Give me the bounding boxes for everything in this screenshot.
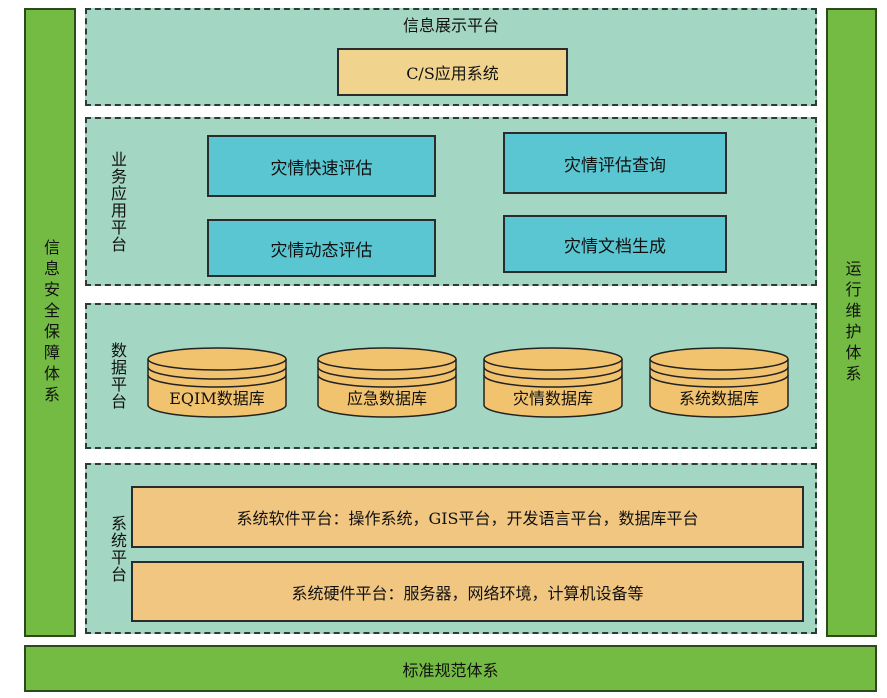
- operation-maintenance-bar: 运行维护体系: [826, 8, 877, 637]
- system-hardware-box: 系统硬件平台：服务器，网络环境，计算机设备等: [131, 561, 804, 622]
- cs-application-box: C/S应用系统: [337, 48, 568, 96]
- standards-system-bar: 标准规范体系: [24, 645, 877, 692]
- database-disaster: 灾情数据库: [483, 347, 623, 419]
- security-system-label: 信息安全保障体系: [41, 238, 60, 407]
- data-platform-label-wrap: 数据平台: [97, 305, 137, 447]
- database-eqim: EQIM数据库: [147, 347, 287, 419]
- display-platform-title: 信息展示平台: [402, 16, 499, 35]
- operation-maintenance-label: 运行维护体系: [842, 259, 862, 386]
- system-platform-label: 系统平台: [108, 514, 127, 583]
- business-platform-label-wrap: 业务应用平台: [97, 119, 137, 284]
- standards-system-label: 标准规范体系: [402, 660, 499, 680]
- business-box-3: 灾情动态评估: [207, 219, 436, 277]
- display-platform-panel: 信息展示平台 C/S应用系统: [85, 8, 817, 106]
- business-box-2: 灾情评估查询: [503, 132, 727, 194]
- system-platform-label-wrap: 系统平台: [97, 465, 137, 632]
- database-label: 灾情数据库: [512, 389, 593, 408]
- system-software-box: 系统软件平台：操作系统，GIS平台，开发语言平台，数据库平台: [131, 486, 804, 548]
- data-platform-panel: 数据平台 EQIM数据库 应急数据库 灾情数据库: [85, 303, 817, 449]
- business-box-4: 灾情文档生成: [503, 215, 727, 273]
- database-cylinder-icon: [147, 347, 287, 418]
- database-label: 应急数据库: [346, 389, 427, 408]
- database-cylinder-icon: [483, 347, 623, 418]
- security-system-bar: 信息安全保障体系: [24, 8, 76, 637]
- data-platform-label: 数据平台: [108, 342, 127, 410]
- system-platform-panel: 系统平台 系统软件平台：操作系统，GIS平台，开发语言平台，数据库平台 系统硬件…: [85, 463, 817, 634]
- business-box-1: 灾情快速评估: [207, 135, 436, 197]
- database-emergency: 应急数据库: [317, 347, 457, 419]
- database-label: 系统数据库: [678, 389, 759, 408]
- database-cylinder-icon: [649, 347, 789, 418]
- business-platform-panel: 业务应用平台 灾情快速评估 灾情评估查询 灾情动态评估 灾情文档生成: [85, 117, 817, 286]
- database-system: 系统数据库: [649, 347, 789, 419]
- business-platform-label: 业务应用平台: [108, 150, 127, 253]
- database-cylinder-icon: [317, 347, 457, 418]
- database-label: EQIM数据库: [169, 389, 265, 408]
